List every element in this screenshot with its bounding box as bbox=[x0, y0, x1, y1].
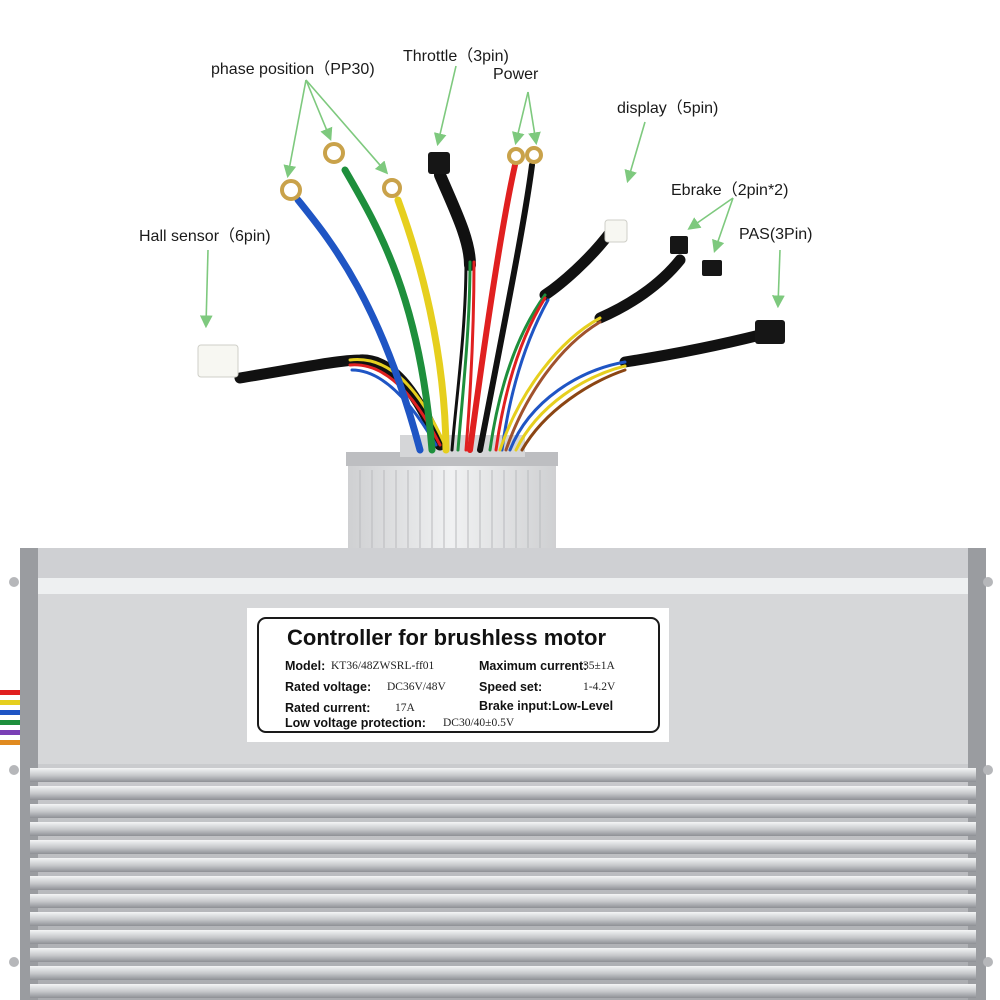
speed-set-label: Speed set: bbox=[479, 680, 543, 694]
rated-voltage-label: Rated voltage: bbox=[285, 680, 372, 694]
low-voltage-value: DC30/40±0.5V bbox=[443, 717, 515, 729]
callout-pas: PAS(3Pin) bbox=[739, 226, 813, 243]
connectors bbox=[197, 142, 785, 378]
wire-bundle bbox=[234, 162, 766, 454]
rated-voltage-value: DC36V/48V bbox=[387, 681, 446, 693]
rear-controller-box bbox=[346, 435, 558, 558]
brake-input: Brake input:Low-Level bbox=[479, 699, 614, 713]
callout-phase-position: phase position（PP30) bbox=[211, 61, 375, 78]
spec-label: Controller for brushless motor Model: KT… bbox=[257, 617, 660, 733]
callout-hall-sensor: Hall sensor（6pin) bbox=[139, 228, 271, 245]
label-title: Controller for brushless motor bbox=[287, 625, 607, 650]
heatsink-fins bbox=[30, 768, 976, 998]
max-current-label: Maximum current: bbox=[479, 659, 588, 673]
max-current-value: 35±1A bbox=[583, 660, 615, 672]
rated-current-label: Rated current: bbox=[285, 701, 371, 715]
callout-display: display（5pin) bbox=[617, 100, 719, 117]
model-value: KT36/48ZWSRL-ff01 bbox=[331, 660, 435, 672]
callout-throttle: Throttle（3pin) bbox=[403, 48, 509, 65]
model-label: Model: bbox=[285, 659, 326, 673]
speed-set-value: 1-4.2V bbox=[583, 681, 616, 693]
callout-ebrake: Ebrake（2pin*2) bbox=[671, 182, 789, 199]
low-voltage-label: Low voltage protection: bbox=[285, 716, 426, 730]
rated-current-value: 17A bbox=[395, 702, 415, 714]
callout-power: Power bbox=[493, 66, 539, 83]
callout-arrows bbox=[199, 65, 785, 329]
